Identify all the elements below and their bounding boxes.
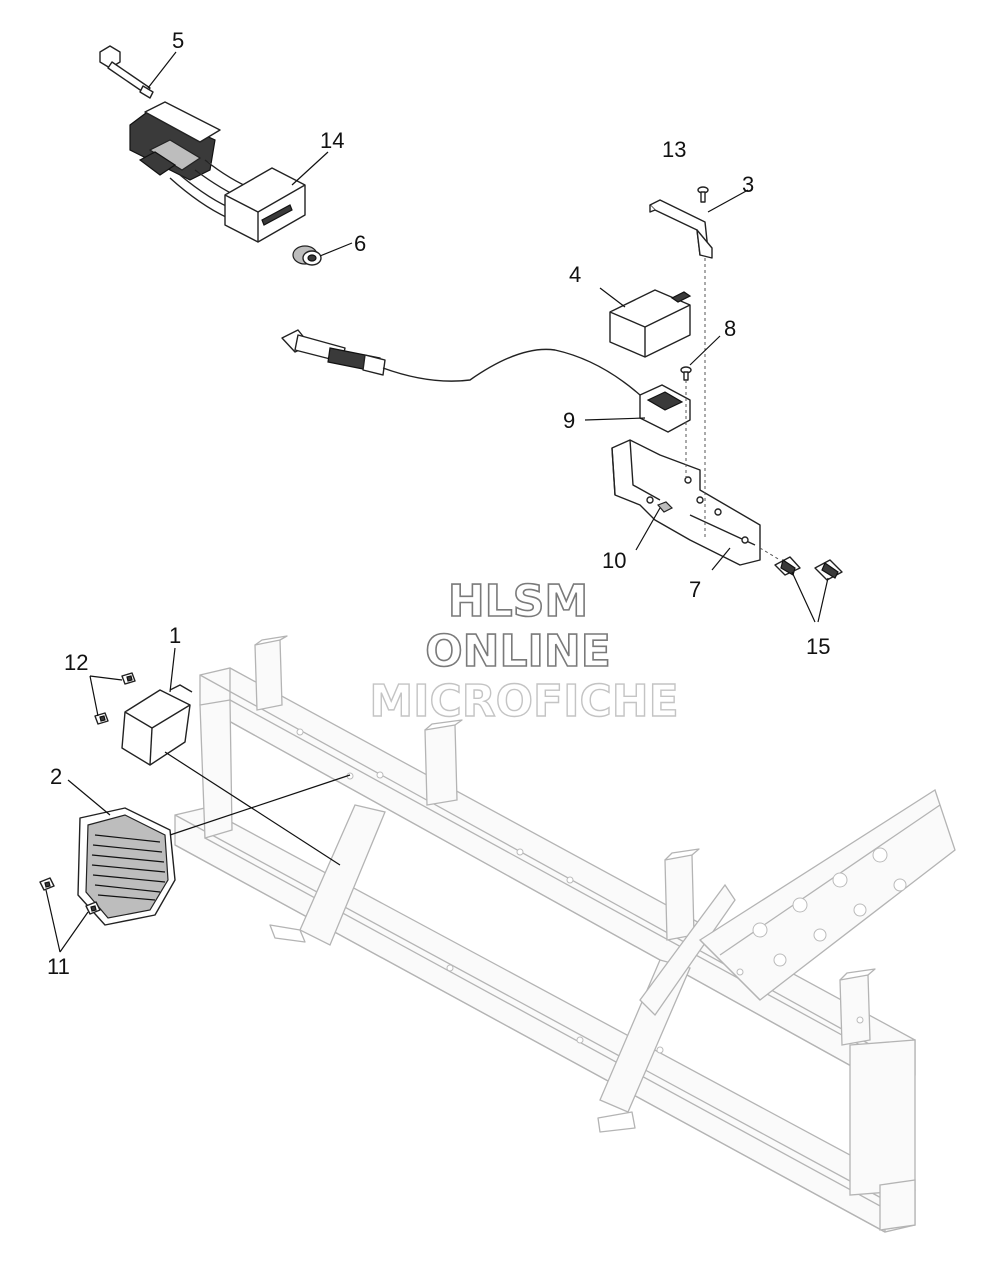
watermark: HLSM ONLINE MICROFICHE	[369, 575, 680, 728]
chassis-frame	[174, 635, 956, 1233]
callout-13: 13	[662, 137, 686, 162]
callout-5: 5	[172, 28, 184, 53]
part-1-module[interactable]	[121, 684, 193, 766]
callout-6: 6	[354, 231, 366, 256]
part-13-screw[interactable]	[697, 186, 709, 203]
part-6-grommet[interactable]	[292, 245, 322, 266]
watermark-online: ONLINE	[425, 626, 611, 677]
watermark-hlsm: HLSM	[448, 576, 588, 627]
callout-15: 15	[806, 634, 830, 659]
callout-14: 14	[320, 128, 344, 153]
part-15-bolts[interactable]	[774, 556, 843, 581]
part-12-screws[interactable]	[94, 672, 136, 725]
part-10-nut[interactable]	[656, 501, 674, 513]
part-2-regulator[interactable]	[77, 807, 176, 926]
callout-2: 2	[50, 764, 62, 789]
part-7-mounting-bracket[interactable]	[611, 439, 761, 566]
part-5-bolt[interactable]	[99, 45, 154, 99]
part-11-screws[interactable]	[39, 877, 101, 915]
part-9-sensor-cable[interactable]	[281, 329, 691, 433]
callout-7: 7	[689, 577, 701, 602]
watermark-microfiche: MICROFICHE	[369, 676, 678, 727]
callout-10: 10	[602, 548, 626, 573]
callout-4: 4	[569, 262, 581, 287]
callout-11: 11	[47, 954, 70, 979]
part-8-screw[interactable]	[680, 366, 692, 381]
part-4-module[interactable]	[609, 289, 692, 358]
callout-8: 8	[724, 316, 736, 341]
callout-labels: 5 14 6 13 3 4 8 9 10 7 15 1 12 2 11	[47, 28, 830, 979]
callout-9: 9	[563, 408, 575, 433]
callout-12: 12	[64, 650, 88, 675]
part-14-harness-module[interactable]	[129, 101, 306, 243]
part-3-bracket[interactable]	[649, 199, 713, 259]
callout-3: 3	[742, 172, 754, 197]
callout-1: 1	[169, 623, 181, 648]
leader-lines	[45, 51, 829, 953]
